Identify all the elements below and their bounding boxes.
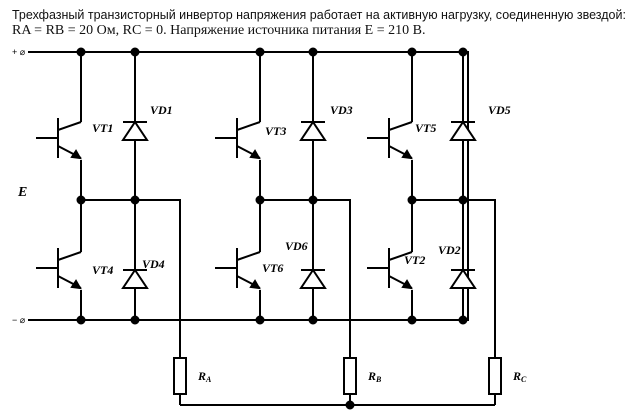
junction-node xyxy=(130,315,140,325)
junction-node xyxy=(308,47,318,57)
diode-label: VD3 xyxy=(330,103,353,117)
junction-node xyxy=(308,195,318,205)
transistor-lower-arrow-icon xyxy=(249,279,261,290)
transistor-upper-arrow-icon xyxy=(401,149,413,160)
junction-node xyxy=(130,195,140,205)
junction-node xyxy=(76,47,86,57)
resistor-label: RB xyxy=(367,369,382,384)
question-line-2: RA = RB = 20 Ом, RC = 0. Напряжение исто… xyxy=(12,23,426,38)
transistor-lower xyxy=(215,248,261,289)
diode-label: VD4 xyxy=(142,257,165,271)
diode-label: VD1 xyxy=(150,103,173,117)
phase-output-wire xyxy=(260,199,351,358)
diode-lower xyxy=(449,268,477,289)
positive-rail xyxy=(28,51,469,200)
junction-node xyxy=(407,195,417,205)
diode-label: VD5 xyxy=(488,103,511,117)
plus-terminal: + ⌀ xyxy=(12,47,26,57)
transistor-lower xyxy=(36,248,82,289)
minus-terminal: − ⌀ xyxy=(12,315,26,325)
junction-node xyxy=(76,315,86,325)
resistor-RA xyxy=(173,357,187,395)
diode-upper xyxy=(299,120,327,141)
transistor-label: VT3 xyxy=(265,124,286,138)
diode-lower xyxy=(121,268,149,289)
question-text: Трехфазный транзисторный инвертор напряж… xyxy=(12,7,627,39)
junction-node xyxy=(458,47,468,57)
junction-node xyxy=(255,47,265,57)
diode-label: VD6 xyxy=(285,239,308,253)
resistor-RC xyxy=(488,357,502,395)
negative-rail xyxy=(28,200,469,321)
transistor-lower-arrow-icon xyxy=(401,279,413,290)
resistor-label: RA xyxy=(197,369,212,384)
junction-node xyxy=(308,315,318,325)
junction-node xyxy=(458,195,468,205)
transistor-upper-arrow-icon xyxy=(70,149,82,160)
junction-node xyxy=(407,47,417,57)
diode-upper xyxy=(449,120,477,141)
phase-output-wire xyxy=(412,199,496,358)
transistor-upper-arrow-icon xyxy=(249,149,261,160)
transistor-label: VT1 xyxy=(92,121,113,135)
transistor-label: VT5 xyxy=(415,121,436,135)
diode-lower xyxy=(299,268,327,289)
resistor-RB xyxy=(343,357,357,395)
resistor-label: RC xyxy=(512,369,527,384)
transistor-lower xyxy=(367,248,413,289)
transistor-upper xyxy=(367,118,413,159)
phase-output-wire xyxy=(81,199,181,358)
transistor-label: VT2 xyxy=(404,253,425,267)
neutral-node xyxy=(345,400,355,410)
source-label: E xyxy=(17,185,27,200)
junction-node xyxy=(458,315,468,325)
transistor-upper xyxy=(215,118,261,159)
junction-node xyxy=(76,195,86,205)
diode-label: VD2 xyxy=(438,243,461,257)
transistor-upper xyxy=(36,118,82,159)
junction-node xyxy=(130,47,140,57)
junction-node xyxy=(255,315,265,325)
junction-node xyxy=(255,195,265,205)
diode-upper xyxy=(121,120,149,141)
transistor-label: VT6 xyxy=(262,261,283,275)
transistor-lower-arrow-icon xyxy=(70,279,82,290)
question-line-1: Трехфазный транзисторный инвертор напряж… xyxy=(12,8,626,22)
transistor-label: VT4 xyxy=(92,263,113,277)
junction-node xyxy=(407,315,417,325)
